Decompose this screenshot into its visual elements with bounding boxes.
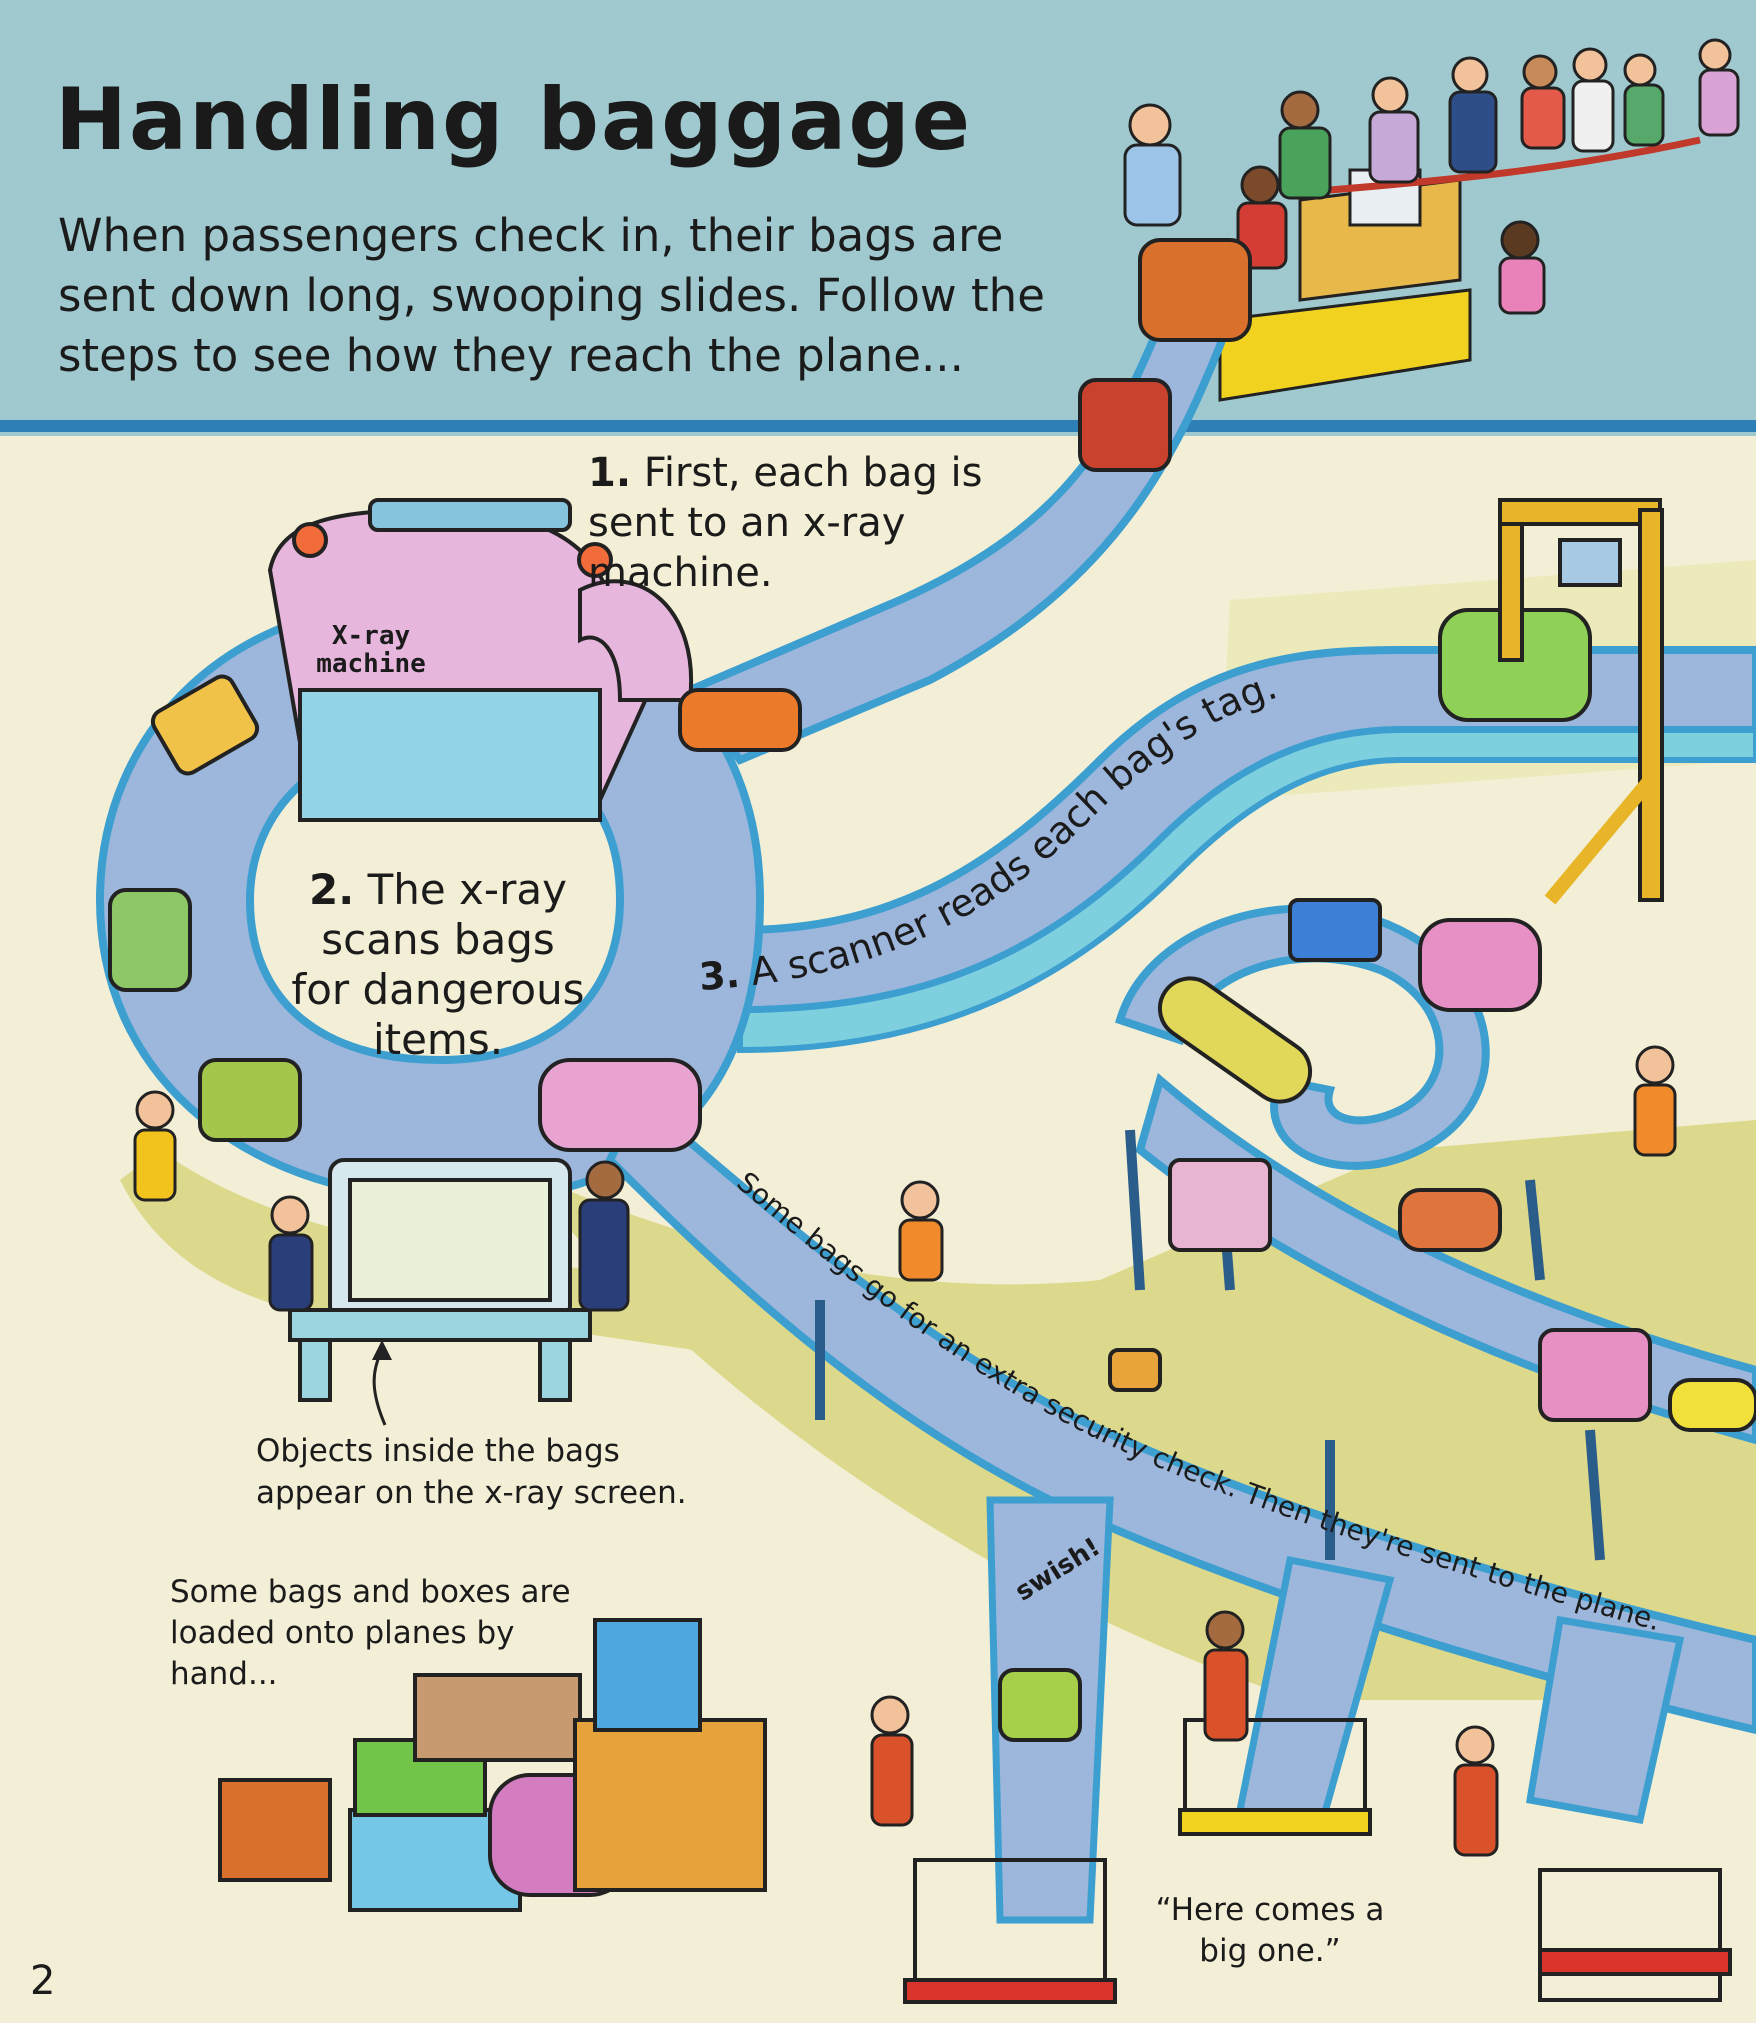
page-number: 2 <box>30 1958 56 2004</box>
step-3-number: 3. <box>698 952 742 999</box>
x-ray-screen-pointer-arrowhead <box>372 1340 392 1360</box>
x-ray-label-line1: X-ray <box>331 621 411 651</box>
worker-speech-quote: “Here comes a big one.” <box>1155 1892 1385 1969</box>
check-in-platform <box>1218 288 1472 402</box>
header-divider <box>0 420 1756 432</box>
intro-paragraph: When passengers check in, their bags are… <box>58 209 1045 382</box>
step-1-text: 1. First, each bag is sent to an x-ray m… <box>588 448 1008 598</box>
down-slide-3 <box>1525 1615 1685 1825</box>
step-2-body: The x-ray scans bags for dangerous items… <box>291 865 585 1064</box>
x-ray-machine <box>267 498 694 822</box>
step-1-number: 1. <box>588 450 632 496</box>
x-ray-label-line2: machine <box>316 649 426 679</box>
tag-scanner-gantry <box>1498 498 1664 905</box>
x-ray-screen-pointer-arrow <box>372 1349 387 1426</box>
queue-rope <box>1329 136 1701 194</box>
x-ray-screen-station <box>288 1158 592 1402</box>
baggage-trolleys <box>903 1718 1732 2004</box>
hand-loading-caption: Some bags and boxes are loaded onto plan… <box>170 1574 571 1692</box>
header-divider-line <box>0 432 1756 436</box>
step-2-number: 2. <box>309 865 355 914</box>
x-ray-machine-label: X-ray machine <box>296 622 446 678</box>
workers <box>133 1045 1677 1857</box>
x-ray-screen-caption: Objects inside the bags appear on the x-… <box>256 1433 687 1511</box>
page-title: Handling baggage <box>55 70 973 170</box>
step-2-text: 2. The x-ray scans bags for dangerous it… <box>288 865 588 1065</box>
step-1-body: First, each bag is sent to an x-ray mach… <box>588 450 983 596</box>
tag-scanner-conveyor-side <box>737 727 1756 1054</box>
bags-on-conveyors <box>998 238 1756 1742</box>
hand-loaded-boxes <box>218 1618 767 1912</box>
bags-on-ring <box>108 674 802 1152</box>
